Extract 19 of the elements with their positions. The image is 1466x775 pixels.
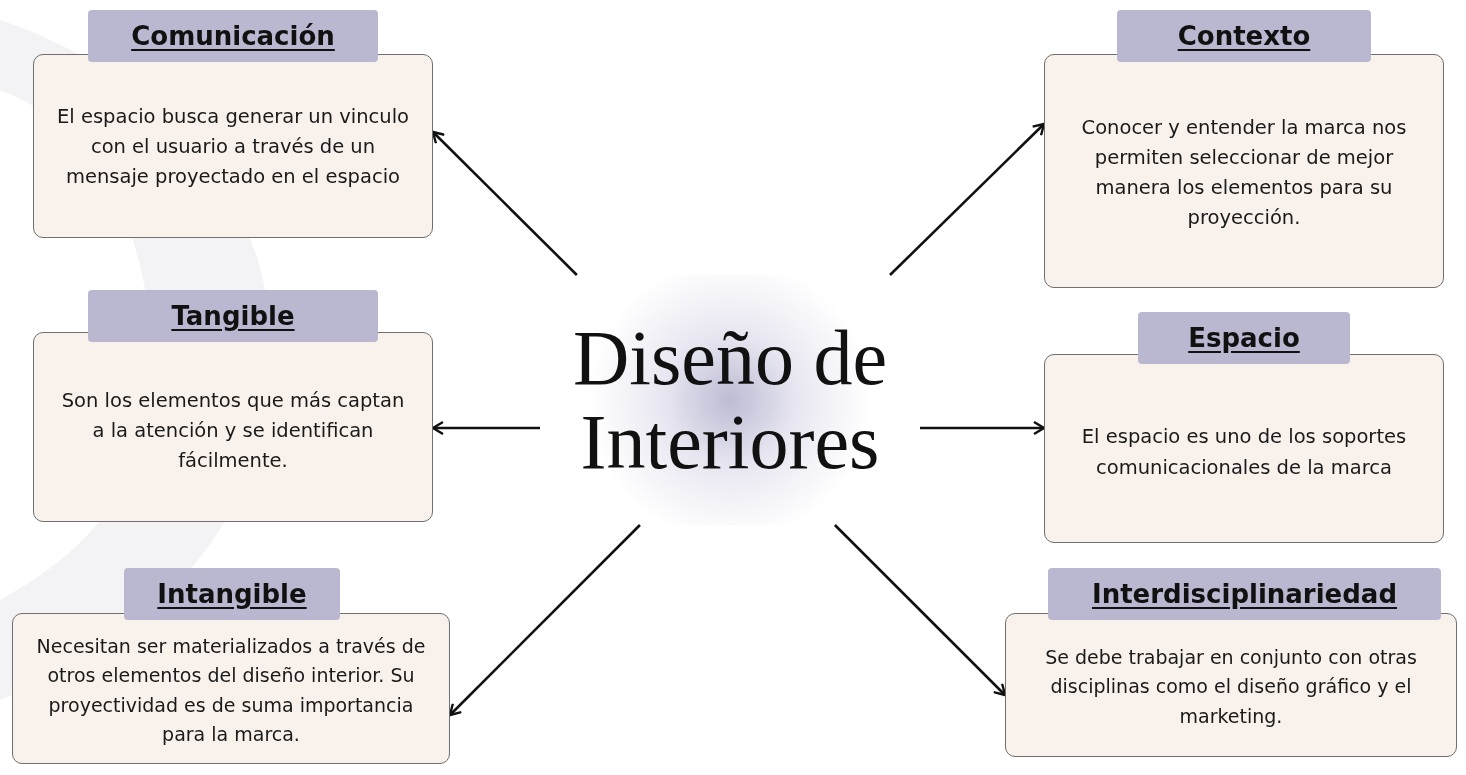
central-title: Diseño de Interiores <box>571 315 889 485</box>
card-heading: Interdisciplinariedad <box>1048 568 1441 620</box>
card-description: El espacio es uno de los soportes comunicacionales de la marca <box>1080 424 1408 481</box>
card-description: Conocer y entender la marca nos permiten seleccionar de mejor manera los elementos para su proyección. <box>1080 114 1408 232</box>
card-heading: Tangible <box>88 290 378 342</box>
card-heading: Intangible <box>124 568 340 620</box>
arrow <box>431 420 540 436</box>
arrow <box>448 524 641 717</box>
card-description: Se debe trabajar en conjunto con otras disciplinas como el diseño gráfico y el marketing. <box>1044 644 1418 729</box>
arrow <box>920 420 1046 436</box>
card-heading: Contexto <box>1117 10 1371 62</box>
arrow <box>889 122 1046 276</box>
card-description: El espacio busca generar un vinculo con el usuario a través de un mensaje proyectado en el espacio <box>56 103 410 191</box>
card-description: Son los elementos que más captan a la atención y se identifican fácilmente. <box>60 387 406 475</box>
arrow <box>431 130 578 276</box>
card-heading: Espacio <box>1138 312 1350 364</box>
card-description: Necesitan ser materializados a través de otros elementos del diseño interior. Su proyectividad es de suma importancia para la marca. <box>35 633 427 747</box>
arrow <box>833 524 1007 697</box>
card-heading: Comunicación <box>88 10 378 62</box>
